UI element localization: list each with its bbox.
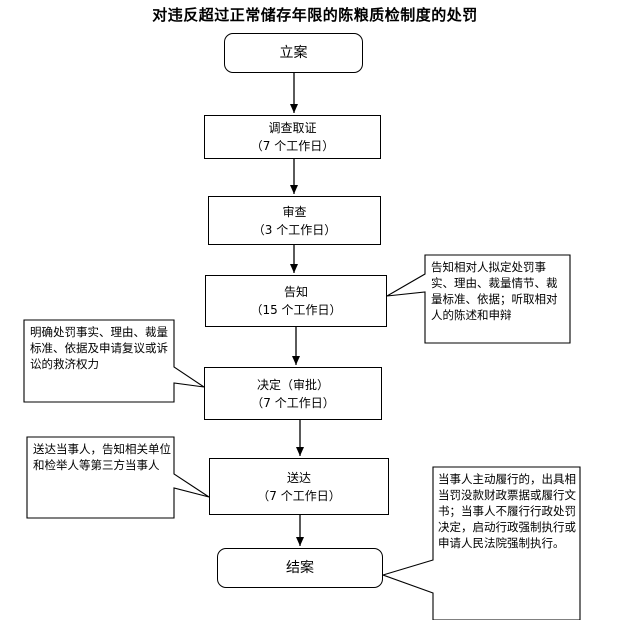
step-close: 结案 [217, 548, 383, 588]
step-decide-duration: （7 个工作日） [251, 395, 335, 410]
step-notify: 告知 （15 个工作日） [205, 275, 387, 327]
close-note: 当事人主动履行的，出具相当罚没款财政票据或履行文书；当事人不履行行政处罚决定，启… [438, 472, 576, 550]
step-decide: 决定（审批） （7 个工作日） [204, 367, 382, 420]
deliver-note: 送达当事人，告知相关单位和检举人等第三方当事人 [33, 442, 171, 472]
step-start: 立案 [224, 33, 363, 73]
step-notify-duration: （15 个工作日） [250, 303, 342, 317]
callout-notify [386, 254, 571, 344]
step-investigate-duration: （7 个工作日） [250, 139, 335, 153]
callout-close [381, 466, 581, 620]
step-start-label: 立案 [279, 45, 308, 61]
step-decide-label: 决定（审批） [256, 377, 329, 392]
step-notify-label: 告知 [283, 285, 308, 299]
step-review-duration: （3 个工作日） [252, 222, 337, 237]
notify-note: 告知相对人拟定处罚事实、理由、裁量情节、裁量标准、依据；听取相对人的陈述和申辩 [431, 260, 558, 322]
step-investigate-label: 调查取证 [268, 121, 317, 135]
step-deliver-duration: （7 个工作日） [257, 488, 341, 503]
step-deliver: 送达 （7 个工作日） [209, 458, 389, 515]
step-close-label: 结案 [286, 560, 314, 576]
callout-deliver [26, 436, 210, 519]
callout-decide [23, 319, 205, 403]
step-investigate: 调查取证 （7 个工作日） [204, 115, 381, 159]
step-deliver-label: 送达 [286, 470, 311, 485]
step-review: 审查 （3 个工作日） [208, 196, 381, 245]
decide-note: 明确处罚事实、理由、裁量标准、依据及申请复议或诉讼的救济权力 [30, 325, 168, 371]
page-title: 对违反超过正常储存年限的陈粮质检制度的处罚 [152, 6, 478, 24]
step-review-label: 审查 [282, 204, 307, 219]
